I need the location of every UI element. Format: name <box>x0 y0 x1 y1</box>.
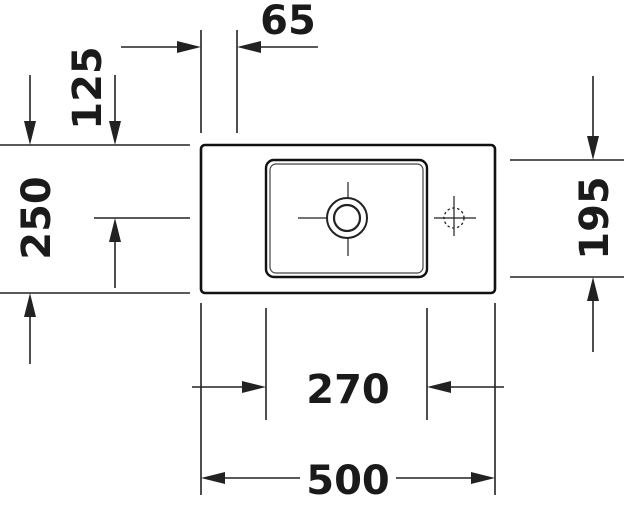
dimension-125: 125 <box>0 46 190 146</box>
tap-hole-icon <box>434 196 476 236</box>
dimension-195: 195 <box>510 76 624 352</box>
dimension-label-125: 125 <box>65 46 111 130</box>
dimension-65: 65 <box>121 0 318 133</box>
basin-body <box>199 143 497 295</box>
dimension-250: 250 <box>0 176 190 364</box>
dimension-label-500: 500 <box>306 458 390 504</box>
dimension-270: 270 <box>192 308 504 420</box>
dimension-label-65: 65 <box>260 0 316 44</box>
dimension-label-195: 195 <box>572 176 618 260</box>
drain-icon <box>298 182 368 256</box>
dimension-label-270: 270 <box>306 367 390 413</box>
dimension-500: 500 <box>200 303 496 504</box>
dimension-label-250: 250 <box>14 176 60 260</box>
bowl-inner-edge <box>269 163 424 274</box>
